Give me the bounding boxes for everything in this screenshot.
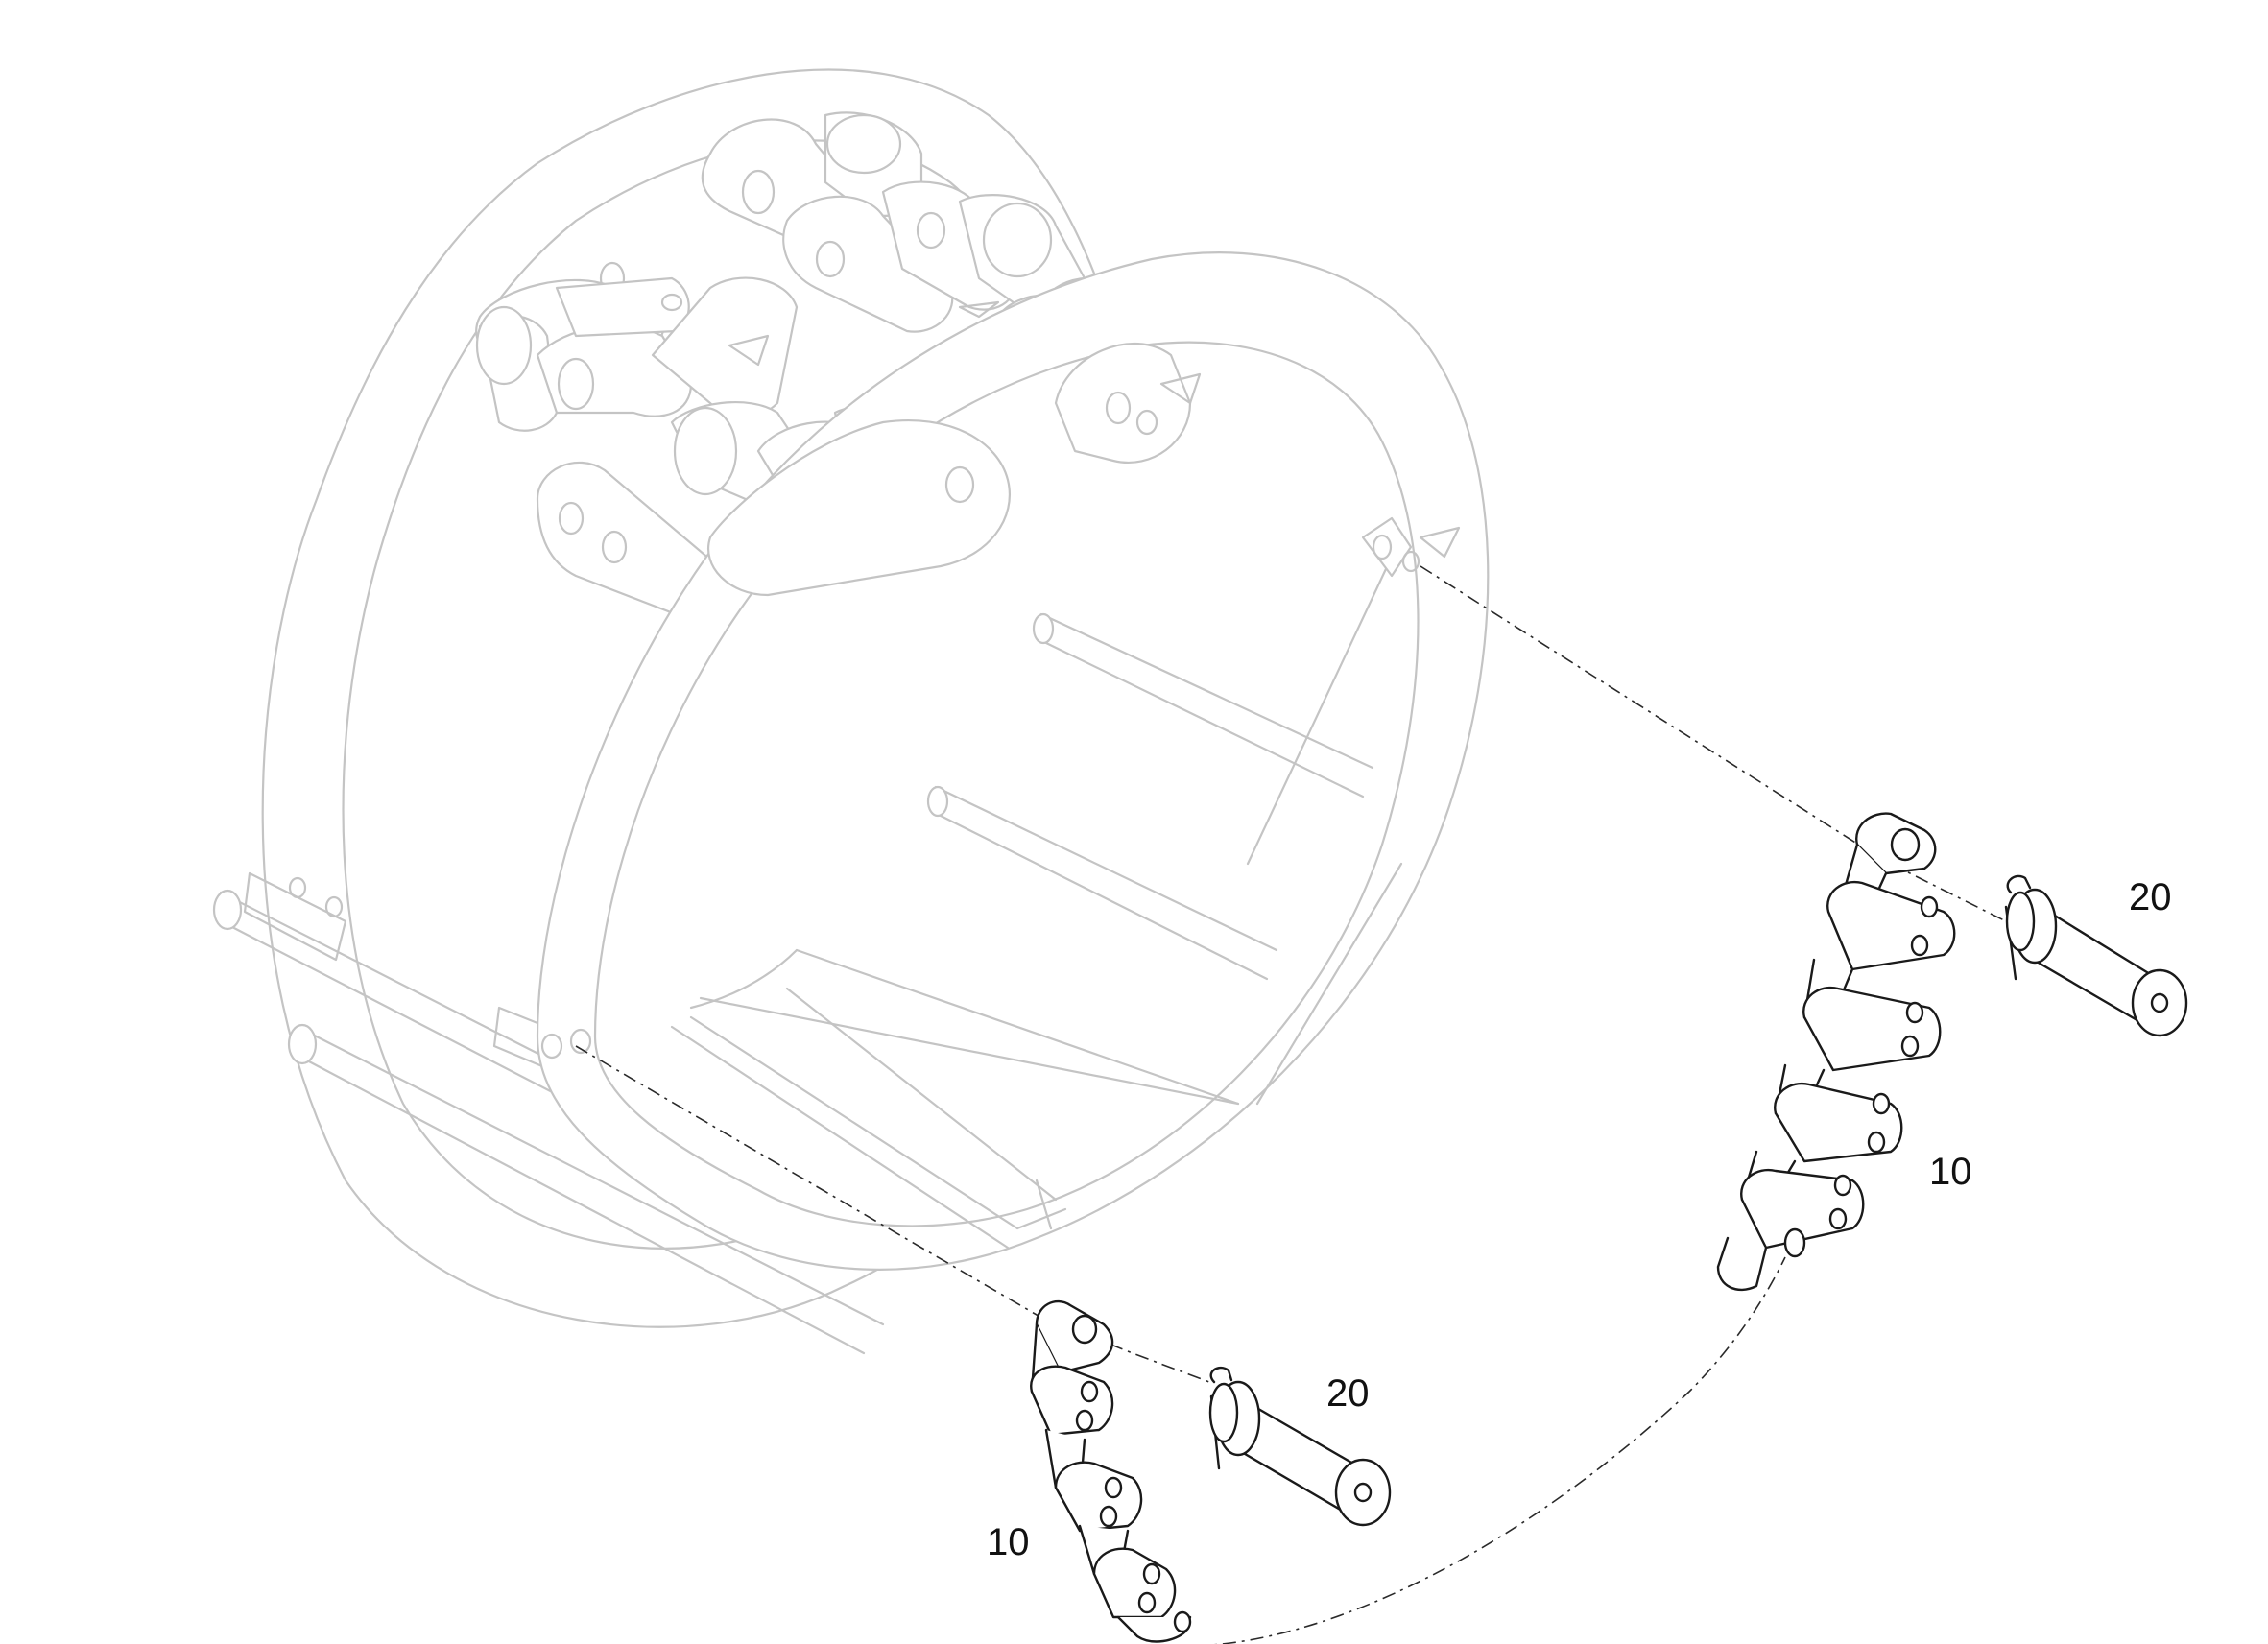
callout-chain-lower: 10 <box>987 1521 1030 1563</box>
chain-segment-drawing <box>1716 812 1956 1292</box>
callout-chain-upper: 10 <box>1929 1151 1972 1193</box>
chain-segment-drawing <box>1030 1299 1192 1643</box>
callout-pin-upper: 20 <box>2129 876 2172 918</box>
drum-assembly-drawing <box>212 68 1490 1355</box>
pin-with-clip-drawing <box>2004 874 2188 1037</box>
callout-pin-lower: 20 <box>1326 1372 1370 1415</box>
pin-with-clip-drawing <box>1208 1366 1392 1527</box>
